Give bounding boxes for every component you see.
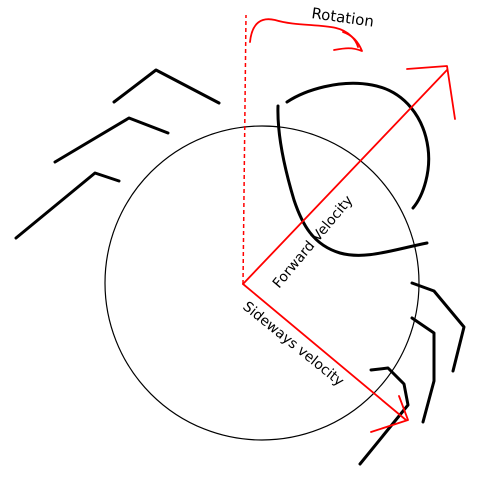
body-circle (104, 125, 420, 441)
rotation-arrow (249, 18, 363, 52)
right-leg-top (410, 281, 466, 373)
sideways-velocity-label: Sideways velocity (239, 299, 346, 390)
left-leg-top (112, 68, 221, 105)
sideways-velocity-vector (242, 283, 409, 433)
forward-velocity-vector (242, 65, 456, 285)
forward-arrowhead (406, 65, 456, 120)
left-leg-bottom (14, 171, 121, 240)
reference-dashed-line (242, 14, 247, 285)
left-legs (14, 68, 221, 240)
rotation-arrowhead (333, 31, 363, 52)
sideways-arrowhead (370, 395, 409, 433)
head-lower-curve (276, 104, 429, 257)
left-leg-middle (53, 116, 170, 164)
right-leg-middle (410, 316, 436, 424)
right-legs (358, 281, 466, 466)
head-outline (285, 81, 431, 210)
